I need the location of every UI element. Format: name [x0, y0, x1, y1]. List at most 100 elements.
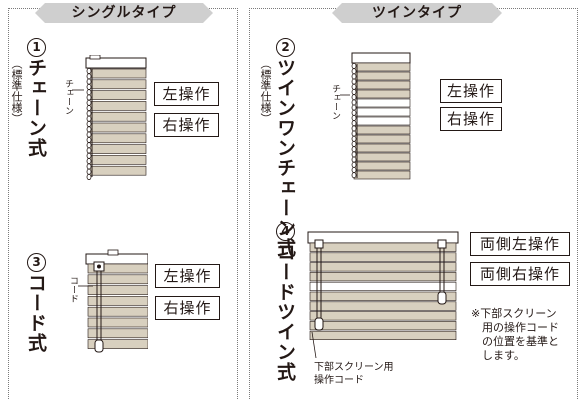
blind-slat: [353, 134, 411, 144]
single-cord-part-label: コード: [68, 276, 78, 303]
label-line: 下部スクリーン用: [314, 362, 394, 373]
blind-slat: [309, 330, 457, 340]
single-chain-left-operation[interactable]: 左操作: [154, 82, 219, 106]
chain-bead: [351, 94, 357, 101]
blind-slat: [353, 80, 411, 90]
chain-bead: [86, 115, 92, 122]
chain-bead: [351, 167, 357, 174]
note-line: 用の操作コード: [482, 321, 559, 334]
single-cord-title: コード式: [25, 273, 47, 353]
blind-slat: [87, 328, 148, 339]
chain-bead: [351, 141, 357, 148]
single-chain-standard-note: （標準仕様）: [10, 58, 23, 124]
blind-slat: [309, 311, 457, 321]
blind-slat: [87, 79, 147, 90]
blind-slat: [353, 143, 411, 153]
label-line: 操作コード: [314, 375, 364, 386]
single-chain-blind-illustration: [72, 55, 147, 181]
blind-slat: [353, 152, 411, 162]
chain-bead: [86, 121, 92, 128]
chain-bead: [86, 174, 92, 181]
option-number-3: 3: [27, 253, 46, 272]
blind-slat: [87, 111, 147, 122]
blind-slat: [353, 98, 411, 108]
option-number-4: 4: [276, 222, 295, 241]
twin-chain-right-operation[interactable]: 右操作: [440, 107, 502, 131]
blind-slat: [309, 281, 457, 292]
chain-bead: [86, 67, 92, 74]
chain-bead: [351, 172, 357, 179]
blind-slat: [87, 306, 148, 317]
blind-slat: [87, 296, 148, 306]
chain-bead: [86, 110, 92, 117]
chain-bead: [351, 130, 357, 137]
chain-bead: [86, 83, 92, 90]
chain-bead: [351, 62, 357, 69]
chain-bead: [86, 89, 92, 96]
chain-bead: [351, 83, 357, 90]
chain-bead: [351, 73, 357, 80]
chain-bead: [351, 109, 357, 116]
option-number-2: 2: [276, 38, 295, 57]
single-chain-title: チェーン式: [25, 58, 47, 158]
chain-bead: [86, 168, 92, 175]
twin-type-banner: ツインタイプ: [332, 3, 502, 23]
chain-bead: [86, 99, 92, 106]
chain-bead: [351, 125, 357, 132]
blind-slat: [309, 321, 457, 331]
single-chain-part-label: チェーン: [63, 79, 73, 115]
blind-slat: [353, 161, 411, 171]
blind-slat: [87, 285, 148, 295]
single-cord-right-operation[interactable]: 右操作: [155, 296, 220, 320]
chain-bead: [351, 120, 357, 127]
chain-bead: [86, 147, 92, 154]
chain-bead: [351, 99, 357, 106]
twin-chain-left-operation[interactable]: 左操作: [440, 79, 502, 103]
blind-slat: [353, 107, 411, 117]
blind-slat: [87, 155, 147, 165]
single-cord-left-operation[interactable]: 左操作: [155, 264, 220, 288]
twin-chain-title: ツインワンチェーン式: [274, 58, 296, 258]
chain-bead: [86, 163, 92, 170]
blind-slat: [87, 317, 148, 328]
twin-chain-standard-note: （標準仕様）: [259, 58, 272, 124]
blind-slat: [309, 262, 457, 272]
blind-slat: [353, 116, 411, 126]
blind-slat: [309, 301, 457, 311]
blind-slat: [353, 62, 411, 72]
chain-bead: [86, 136, 92, 143]
chain-bead: [86, 105, 92, 112]
twin-cord-both-right-operation[interactable]: 両側右操作: [470, 262, 570, 286]
chain-bead: [86, 158, 92, 165]
single-cord-blind-illustration: [78, 249, 148, 353]
chain-bead: [351, 135, 357, 142]
blind-slat: [87, 274, 148, 285]
note-line: します。: [482, 349, 525, 362]
chain-bead: [351, 104, 357, 111]
twin-cord-title: コードツイン式: [274, 242, 296, 382]
chain-bead: [351, 68, 357, 75]
note-line: の位置を基準と: [482, 335, 559, 348]
chain-bead: [351, 151, 357, 158]
blind-slat: [87, 165, 147, 176]
blind-slat: [87, 122, 147, 133]
chain-bead: [351, 156, 357, 163]
twin-cord-blind-illustration: [307, 231, 459, 359]
blind-slat: [87, 133, 147, 144]
blind-slat: [309, 252, 457, 262]
chain-bead: [351, 161, 357, 168]
twin-cord-both-left-operation[interactable]: 両側左操作: [470, 232, 570, 256]
chain-bead: [86, 94, 92, 101]
chain-bead: [86, 142, 92, 149]
blind-slat: [309, 272, 457, 282]
lower-screen-cord-label: 下部スクリーン用 操作コード: [314, 361, 394, 387]
chain-bead: [86, 73, 92, 80]
note-line: ※下部スクリーン: [471, 307, 557, 320]
single-chain-right-operation[interactable]: 右操作: [154, 113, 219, 137]
blind-slat: [87, 263, 148, 274]
blind-slat: [353, 170, 411, 180]
blind-slat: [87, 68, 147, 79]
blind-slat: [87, 101, 147, 111]
chain-bead: [351, 89, 357, 96]
chain-bead: [351, 115, 357, 122]
